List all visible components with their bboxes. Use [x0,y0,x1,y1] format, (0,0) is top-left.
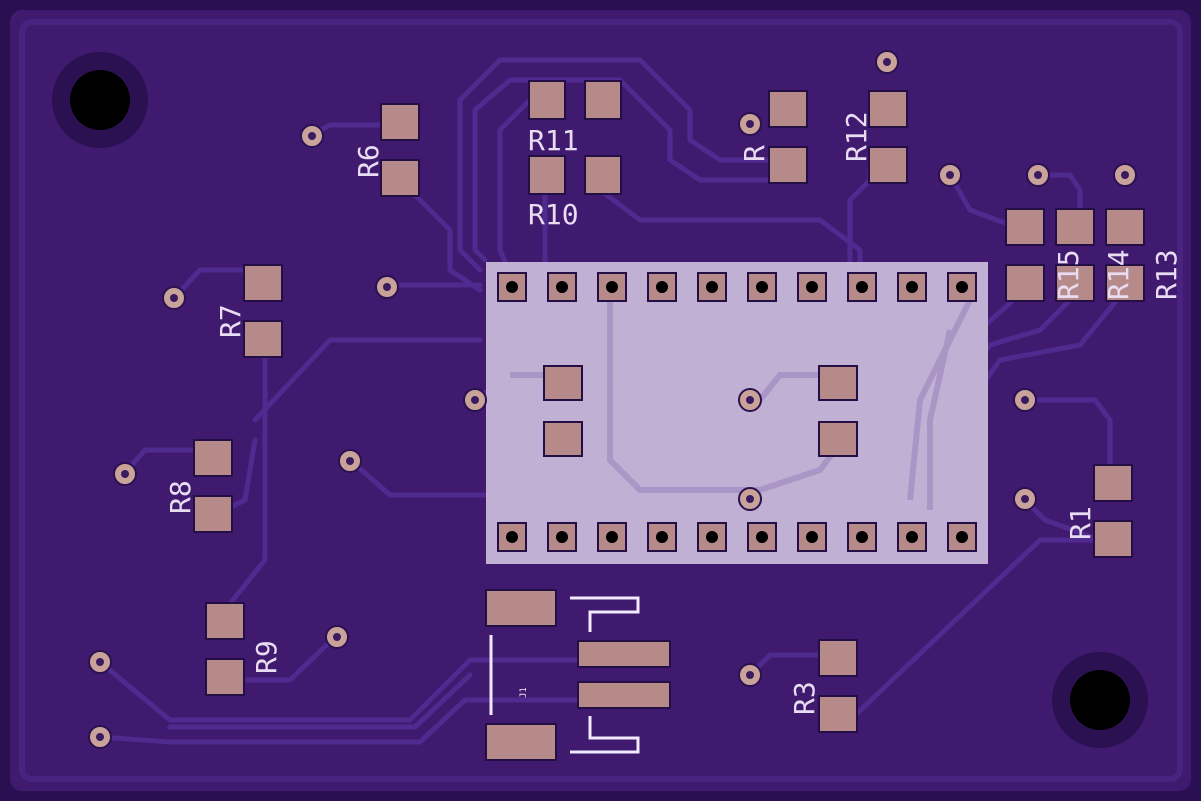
j1-mount-pad-top [485,589,557,627]
j1-pin-2 [577,681,671,709]
r12-pad-1 [868,90,908,128]
via [738,112,762,136]
via [463,388,487,412]
module-inner-traces [510,290,973,510]
trace-r9 [222,634,338,683]
r8-pad-2 [193,495,233,533]
label-r4-partial: R [738,145,771,162]
trace-r7-left [222,337,268,613]
via [338,449,362,473]
trace-r7-top [172,267,253,300]
via [1013,388,1037,412]
r6-pad-2 [380,159,420,197]
j1-mount-pad-bottom [485,723,557,761]
via [938,163,962,187]
j1-silk-top [570,596,640,632]
r12-pad-2 [868,146,908,184]
label-r9: R9 [250,640,283,674]
resistor-pads [193,80,1145,733]
r3-pad-1 [818,639,858,677]
trace-right-1 [947,172,1013,228]
r4-pad-2 [768,146,808,184]
mounting-hole-bottom-right [1052,652,1148,748]
via [1013,487,1037,511]
r10-pad-2 [584,155,622,195]
j1-silk-bottom [570,716,640,754]
via [875,50,899,74]
via [162,286,186,310]
trace-top-1 [457,57,773,273]
r15-pad-2 [1005,264,1045,302]
trace-r7-right [252,337,483,423]
label-r7: R7 [214,304,247,338]
r14-pad-2 [1055,264,1095,302]
trace-bottom-left-2 [97,697,583,745]
module-pins-top [497,272,977,302]
r7-pad-1 [243,264,283,302]
r10-pad-1 [528,155,566,195]
r9-pad-1 [205,602,245,640]
r1-pad-1 [1093,464,1133,502]
r3-pad-2 [818,695,858,733]
label-r12: R12 [840,111,873,162]
r9-pad-2 [205,658,245,696]
board-inner-margin [19,19,1183,782]
trace-r6 [397,177,483,293]
mcu-module [486,262,988,564]
trace-top-3 [597,187,863,288]
r4-pad-1 [768,90,808,128]
module-pins-bottom [497,522,977,552]
r14-pad-1 [1055,208,1095,246]
via [738,388,762,412]
via [113,462,137,486]
r11-pad-2 [584,80,622,120]
label-r6: R6 [352,144,385,178]
silkscreen-labels: R6 R11 R10 R R12 R15 R14 R13 R7 R8 R9 R1… [164,111,1183,715]
label-r15-partial: R15 [1052,249,1085,300]
vias [88,50,1137,749]
r6-pad-1 [380,103,420,141]
trace-bottom-left-1 [97,657,583,723]
j1-pin-1 [577,640,671,668]
r11-pad-1 [528,80,566,120]
label-j1: J1 [519,687,529,698]
label-r8: R8 [164,480,197,514]
label-r1: R1 [1064,506,1097,540]
via [1113,163,1137,187]
r8-pad-1 [193,439,233,477]
via [325,625,349,649]
via [88,650,112,674]
module-smd-pads [543,365,858,457]
r7-pad-2 [243,320,283,358]
label-r10: R10 [528,198,579,231]
r13-pad-1 [1105,208,1145,246]
label-r14-partial: R14 [1102,249,1135,300]
mounting-hole-top-left [52,52,148,148]
trace-r3 [847,537,1103,723]
via [738,663,762,687]
j1-connector [485,589,671,761]
via [375,275,399,299]
via [1026,163,1050,187]
r13-pad-2 [1105,264,1145,302]
label-r3: R3 [788,681,821,715]
label-r11: R11 [528,124,579,157]
trace-bottom-left-3 [167,672,473,730]
r1-pad-2 [1093,520,1133,558]
via [88,725,112,749]
label-r13: R13 [1150,249,1183,300]
via [300,124,324,148]
r15-pad-1 [1005,208,1045,246]
trace-r1-top [1022,397,1113,478]
via [738,487,762,511]
